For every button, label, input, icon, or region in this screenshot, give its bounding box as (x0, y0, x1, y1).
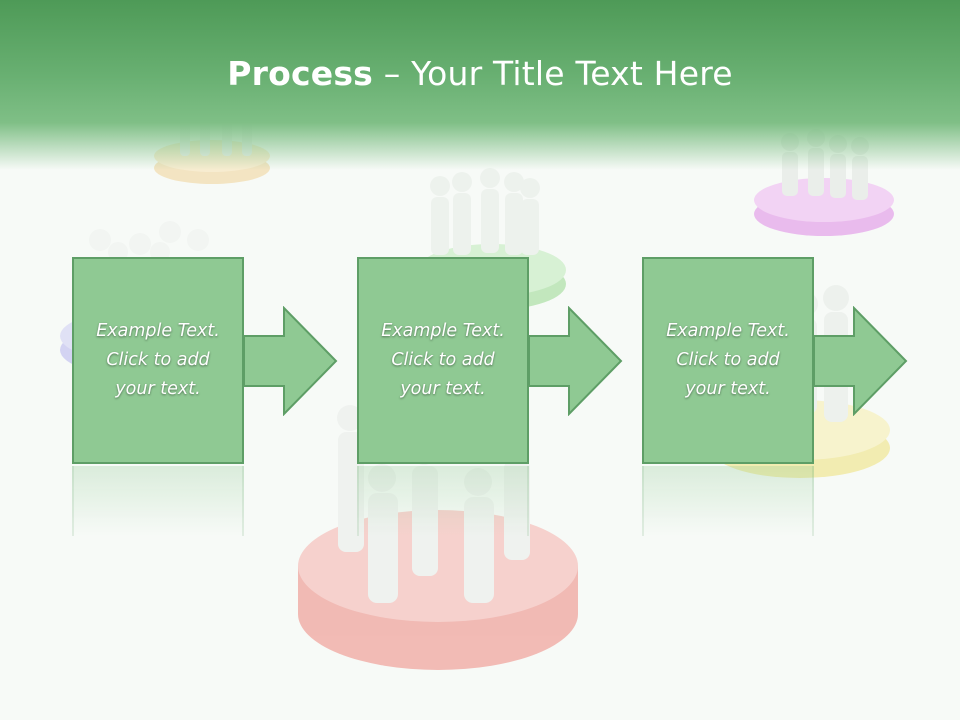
title-rest: – Your Title Text Here (373, 54, 733, 93)
step-3-reflection (642, 466, 814, 536)
step-1-reflection (72, 466, 244, 536)
step-3-box[interactable]: Example Text. Click to add your text. (642, 257, 814, 464)
step-1-box[interactable]: Example Text. Click to add your text. (72, 257, 244, 464)
step-1-text[interactable]: Example Text. Click to add your text. (96, 321, 220, 399)
step-1-arrow-icon (244, 306, 338, 416)
step-2-arrow-icon (529, 306, 623, 416)
step-2-box[interactable]: Example Text. Click to add your text. (357, 257, 529, 464)
title-bold: Process (227, 54, 374, 93)
step-2-reflection (357, 466, 529, 536)
header-band (0, 0, 960, 170)
slide-title[interactable]: Process – Your Title Text Here (0, 52, 960, 96)
step-3-text[interactable]: Example Text. Click to add your text. (666, 321, 790, 399)
step-3-arrow-icon (814, 306, 908, 416)
step-2-text[interactable]: Example Text. Click to add your text. (381, 321, 505, 399)
